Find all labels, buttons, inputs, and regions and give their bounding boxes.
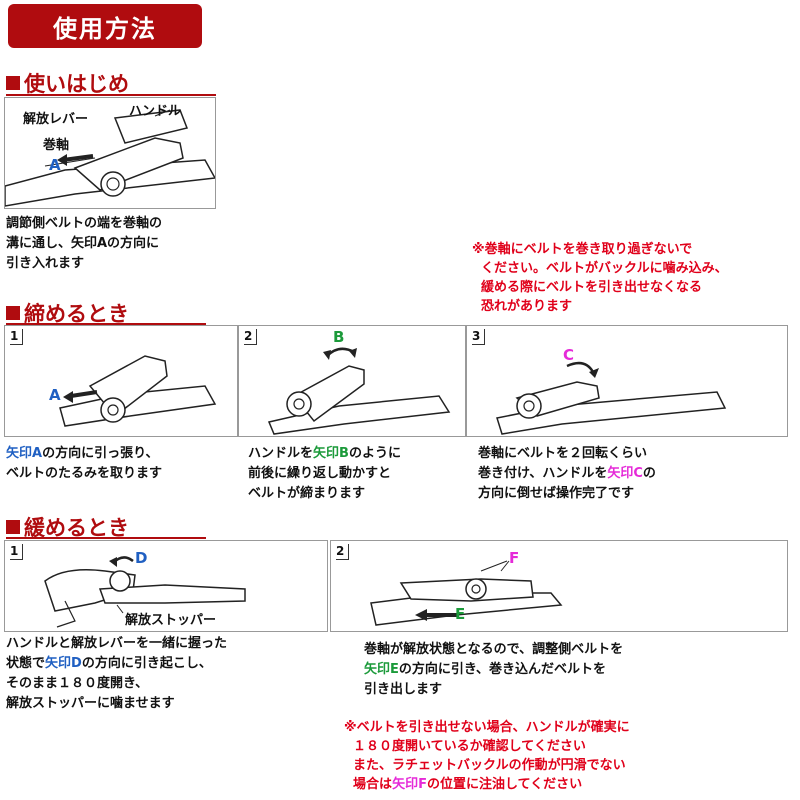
arrow-c-label: C: [563, 346, 575, 364]
arrow-a-label: A: [49, 386, 61, 404]
page-title: 使用方法: [53, 14, 157, 43]
start-instructions: 調節側ベルトの端を巻軸の 溝に通し、矢印Aの方向に 引き入れます: [6, 216, 163, 271]
arrow-f-label: F: [509, 549, 520, 567]
section-marker: [6, 520, 20, 534]
label-release-lever: 解放レバー: [23, 112, 89, 127]
warning-note-overwind: ※巻軸にベルトを巻き取り過ぎないで ください。ベルトがバックルに噛み込み、 緩め…: [472, 242, 728, 314]
section-rule: [6, 94, 216, 96]
ratchet-buckle-illustration: [370, 560, 563, 626]
tighten-step-3-text: 巻軸にベルトを２回転くらい 巻き付け、ハンドルを矢印Cの 方向に倒せば操作完了で…: [478, 446, 656, 501]
arrow-d-label: D: [135, 549, 148, 567]
ratchet-buckle-illustration: [496, 361, 727, 435]
tighten-step-1-panel: 1 A: [4, 325, 238, 437]
page-title-banner: 使用方法: [8, 4, 202, 48]
tighten-step-2-panel: 2 B: [238, 325, 466, 437]
arrow-b-label: B: [333, 328, 345, 346]
ratchet-buckle-illustration: [44, 556, 246, 628]
loosen-step-1-text: ハンドルと解放レバーを一緒に握った 状態で矢印Dの方向に引き起こし、 そのまま１…: [6, 636, 228, 711]
section-rule: [6, 537, 206, 539]
step-number: 3: [472, 329, 486, 345]
label-handle: ハンドル: [129, 104, 182, 119]
loosen-step-1-panel: 1 D 解放ストッパー: [4, 540, 328, 632]
ratchet-buckle-illustration: [5, 109, 215, 207]
label-spool: 巻軸: [43, 138, 70, 153]
tighten-step-1-text: 矢印Aの方向に引っ張り、 ベルトのたるみを取ります: [6, 446, 163, 481]
arrow-e-label: E: [455, 605, 466, 623]
step-number: 2: [336, 544, 350, 560]
arrow-a-label: A: [49, 156, 61, 174]
section-heading-start: 使いはじめ: [6, 68, 129, 98]
section-marker: [6, 76, 20, 90]
section-heading-tighten: 締めるとき: [6, 298, 129, 328]
tighten-step-3-panel: 3 C: [466, 325, 788, 437]
warning-note-cannot-pull: ※ベルトを引き出せない場合、ハンドルが確実に １８０度開いているか確認してくださ…: [344, 720, 630, 792]
loosen-step-2-panel: 2 F E: [330, 540, 788, 632]
step-number: 1: [10, 329, 24, 345]
ratchet-buckle-illustration: [59, 355, 217, 427]
step-number: 1: [10, 544, 24, 560]
loosen-step-2-text: 巻軸が解放状態となるので、調整側ベルトを 矢印Eの方向に引き、巻き込んだベルトを…: [364, 642, 624, 697]
ratchet-buckle-illustration: [267, 347, 451, 435]
tighten-step-2-text: ハンドルを矢印Bのように 前後に繰り返し動かすと ベルトが締まります: [248, 446, 401, 501]
section-rule: [6, 323, 206, 325]
label-release-stopper: 解放ストッパー: [125, 613, 217, 628]
section-heading-loosen: 緩めるとき: [6, 512, 129, 542]
step-number: 2: [244, 329, 258, 345]
section-marker: [6, 306, 20, 320]
start-figure-panel: 解放レバー ハンドル 巻軸 A: [4, 97, 216, 209]
